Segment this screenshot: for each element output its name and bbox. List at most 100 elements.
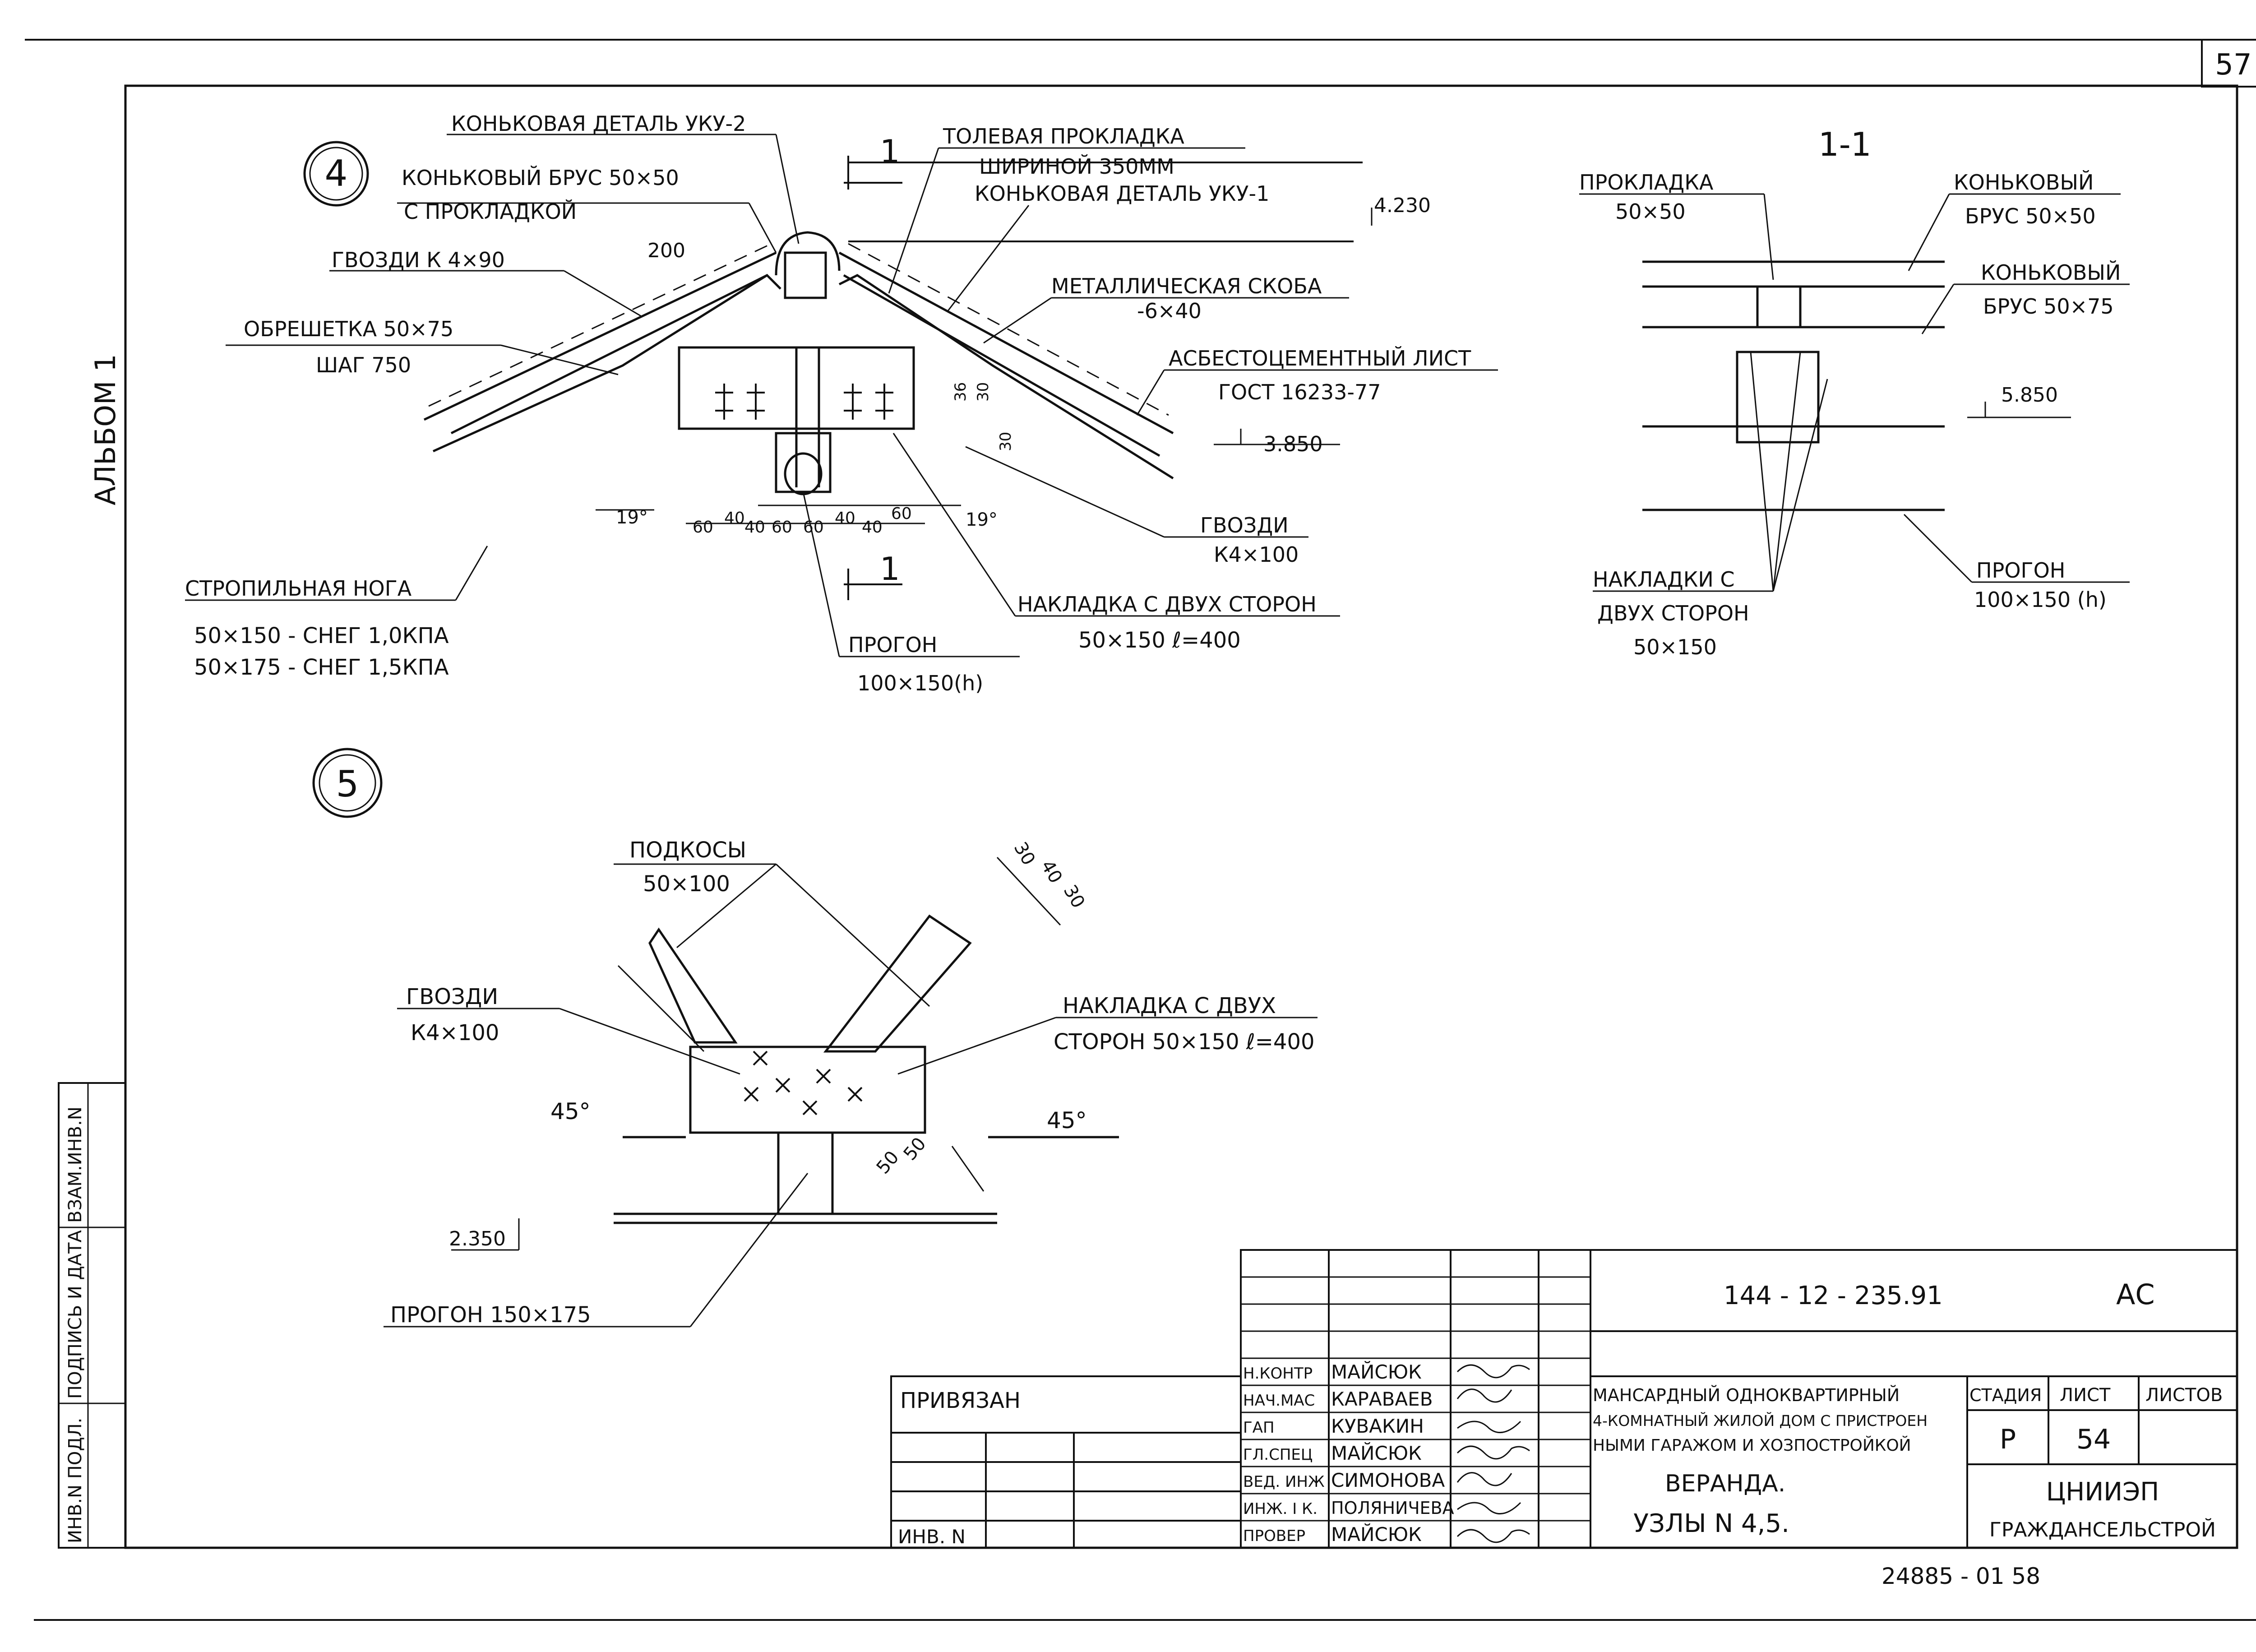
label-plate-5-1: НАКЛАДКА С ДВУХ — [1063, 993, 1276, 1018]
staff-name: МАЙСЮК — [1331, 1360, 1422, 1383]
title-block: 144 - 12 - 235.91 АС ПРИВЯЗАН ИНВ. N Н.К… — [890, 1249, 2238, 1549]
sheets-label: ЛИСТОВ — [2145, 1385, 2223, 1406]
staff-role: ГЛ.СПЕЦ — [1243, 1446, 1313, 1464]
dim-50-a: 50 — [873, 1147, 903, 1178]
project-line-1: МАНСАРДНЫЙ ОДНОКВАРТИРНЫЙ — [1593, 1385, 1900, 1405]
dim-b4: 60 — [772, 518, 792, 537]
label-purlin-s-1: ПРОГОН — [1976, 558, 2065, 583]
staff-name: МАЙСЮК — [1331, 1523, 1422, 1546]
side-stamp: ИНВ.N ПОДЛ. ПОДПИСЬ И ДАТА ВЗАМ.ИНВ.N — [58, 1082, 126, 1549]
elev-4230: 4.230 — [1374, 194, 1431, 217]
dim-30: 30 — [974, 382, 992, 402]
label-ridge-beam-1: КОНЬКОВЫЙ БРУС 50×50 — [402, 166, 679, 190]
dim-b3: 40 — [744, 518, 765, 537]
dim-b6: 40 — [835, 509, 855, 528]
node-4-bottom-dims: 60 40 40 60 60 40 40 60 — [693, 504, 912, 537]
label-pad-2: 50×50 — [1615, 199, 1686, 224]
label-rafter-2: 50×150 - СНЕГ 1,0КПА — [194, 623, 449, 648]
angle-19-left: 19° — [616, 507, 648, 528]
staff-role: ИНЖ. I К. — [1243, 1500, 1318, 1518]
label-nails-5-2: К4×100 — [411, 1020, 499, 1046]
sheet-number: 54 — [2076, 1424, 2111, 1455]
dim-b2: 40 — [724, 509, 745, 528]
label-ridge-a-2: БРУС 50×50 — [1965, 204, 2096, 228]
staff-name: КАРАВАЕВ — [1331, 1388, 1433, 1410]
node-5: 5 ПО — [312, 748, 1318, 1328]
elev-5850: 5.850 — [2001, 384, 2058, 407]
label-ridge-b-1: КОНЬКОВЫЙ — [1981, 260, 2121, 285]
staff-role: Н.КОНТР — [1243, 1365, 1313, 1383]
node-4-section-mark-bottom: 1 — [880, 551, 900, 588]
label-purlin-2: 100×150(h) — [857, 671, 983, 695]
dim-200: 200 — [647, 239, 685, 262]
angle-19-right: 19° — [966, 509, 998, 530]
angle-45-right: 45° — [1047, 1107, 1087, 1134]
label-plates-3: 50×150 — [1633, 635, 1717, 659]
stamp-cell-sign: ПОДПИСЬ И ДАТА — [65, 1230, 86, 1399]
staff-role: ПРОВЕР — [1243, 1527, 1305, 1545]
album-label: АЛЬБОМ 1 — [89, 354, 122, 505]
dim-b1: 60 — [693, 518, 713, 537]
sheet-title-1: ВЕРАНДА. — [1665, 1470, 1785, 1497]
dim-30-top-b: 30 — [1059, 881, 1089, 912]
project-line-3: НЫМИ ГАРАЖОМ И ХОЗПОСТРОЙКОЙ — [1593, 1436, 1911, 1455]
org-name-1: ЦНИИЭП — [2046, 1477, 2159, 1507]
section-title: 1-1 — [1818, 125, 1872, 163]
label-roofing-2: ШИРИНОЙ 350ММ — [979, 154, 1174, 179]
dim-b7: 40 — [862, 518, 883, 537]
attached-label: ПРИВЯЗАН — [900, 1388, 1021, 1413]
node-4-nails — [715, 384, 893, 420]
label-lathing-2: ШАГ 750 — [316, 353, 411, 377]
doc-code: 144 - 12 - 235.91 — [1724, 1281, 1943, 1310]
label-rafter-1: СТРОПИЛЬНАЯ НОГА — [185, 576, 412, 601]
label-asbestos-sheet: АСБЕСТОЦЕМЕНТНЫЙ ЛИСТ — [1169, 346, 1471, 370]
label-ridge-b-2: БРУС 50×75 — [1983, 294, 2114, 319]
staff-name: СИМОНОВА — [1331, 1469, 1445, 1491]
label-purlin-s-2: 100×150 (h) — [1974, 588, 2107, 612]
label-braces-1: ПОДКОСЫ — [629, 838, 746, 863]
dim-36: 36 — [952, 382, 970, 402]
label-ridge-detail-2: КОНЬКОВАЯ ДЕТАЛЬ УКУ-2 — [451, 111, 746, 136]
label-ridge-a-1: КОНЬКОВЫЙ — [1954, 170, 2094, 194]
label-nails-k4x90: ГВОЗДИ К 4×90 — [332, 248, 505, 272]
sheet-title-2: УЗЛЫ N 4,5. — [1633, 1509, 1789, 1538]
label-plates-2: ДВУХ СТОРОН — [1597, 601, 1749, 625]
label-nails-2: ГВОЗДИ — [1200, 513, 1289, 537]
label-lathing-1: ОБРЕШЕТКА 50×75 — [244, 317, 453, 341]
node-4-marker — [303, 141, 369, 207]
node-4: 4 — [185, 111, 1498, 695]
page-number: 57 — [2215, 48, 2251, 82]
label-purlin-1: ПРОГОН — [848, 633, 937, 657]
label-purlin-5: ПРОГОН 150×175 — [390, 1302, 591, 1328]
dim-30-b: 30 — [997, 432, 1015, 451]
label-ridge-beam-2: С ПРОКЛАДКОЙ — [404, 199, 577, 224]
staff-name: ПОЛЯНИЧЕВА — [1331, 1498, 1454, 1518]
staff-name: КУВАКИН — [1331, 1415, 1424, 1437]
label-braces-2: 50×100 — [643, 871, 730, 897]
label-nails-2-size: К4×100 — [1214, 542, 1299, 567]
dim-40-top: 40 — [1037, 856, 1066, 887]
label-plate-2: 50×150 ℓ=400 — [1078, 628, 1241, 653]
node-5-marker — [312, 748, 383, 818]
org-name-2: ГРАЖДАНСЕЛЬСТРОЙ — [1989, 1518, 2216, 1541]
label-plate-5-2: СТОРОН 50×150 ℓ=400 — [1054, 1029, 1315, 1055]
sheet-label: ЛИСТ — [2060, 1385, 2111, 1406]
label-roofing-3: КОНЬКОВАЯ ДЕТАЛЬ УКУ-1 — [975, 181, 1269, 206]
doc-mark: АС — [2116, 1278, 2155, 1311]
angle-45-left: 45° — [550, 1098, 591, 1124]
stage-value: Р — [2000, 1424, 2016, 1455]
label-bracket-2: -6×40 — [1137, 299, 1202, 323]
node-4-section-mark-top: 1 — [880, 133, 900, 170]
elev-2350: 2.350 — [449, 1227, 506, 1250]
label-gost: ГОСТ 16233-77 — [1218, 380, 1381, 404]
staff-role: ГАП — [1243, 1419, 1275, 1437]
staff-list: Н.КОНТР МАЙСЮК НАЧ.МАС КАРАВАЕВ ГАП КУВА… — [1243, 1360, 1454, 1546]
label-roofing-1: ТОЛЕВАЯ ПРОКЛАДКА — [943, 124, 1184, 148]
stamp-cell-replace: ВЗАМ.ИНВ.N — [65, 1106, 86, 1223]
stage-label: СТАДИЯ — [1969, 1385, 2042, 1405]
inv-label: ИНВ. N — [898, 1526, 966, 1548]
stamp-cell-inv: ИНВ.N ПОДЛ. — [65, 1418, 86, 1543]
label-bracket-1: МЕТАЛЛИЧЕСКАЯ СКОБА — [1051, 274, 1322, 298]
label-pad-1: ПРОКЛАДКА — [1579, 170, 1714, 194]
